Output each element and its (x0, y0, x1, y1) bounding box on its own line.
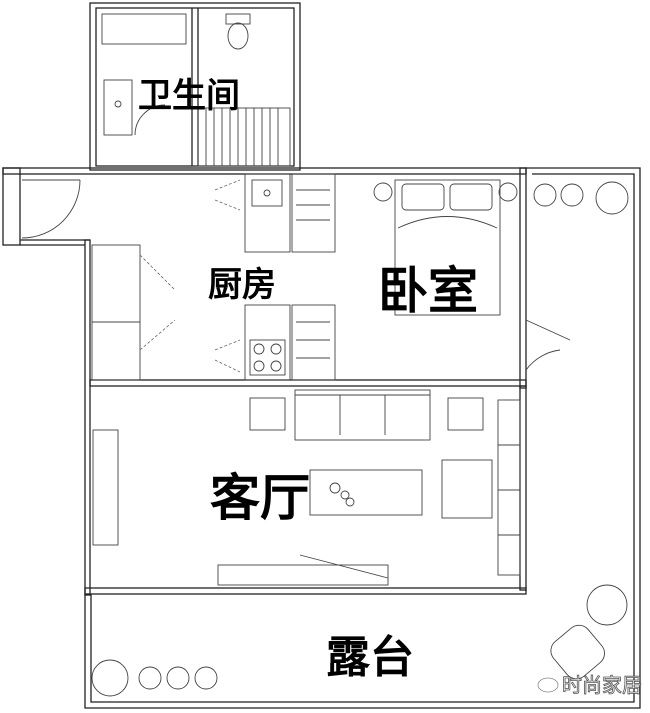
plant-icon (194, 666, 218, 690)
room-label-terrace: 露台 (326, 632, 414, 683)
watermark: 时尚家居 (537, 673, 642, 697)
plant-icon (138, 666, 162, 690)
room-label-kitchen: 厨房 (208, 265, 276, 305)
round-table (586, 584, 628, 626)
room-label-bathroom: 卫生间 (138, 76, 240, 116)
bed (373, 179, 518, 316)
bedroom-door (525, 319, 571, 371)
room-label-living-room: 客厅 (210, 469, 310, 527)
plant-icon (166, 666, 190, 690)
terrace-decor (91, 181, 629, 697)
entry-door (21, 179, 81, 239)
plant-icon (91, 659, 129, 697)
plant-icon (533, 183, 557, 207)
plant-icon (595, 181, 629, 215)
sink-counter (244, 173, 291, 253)
stove-icon (249, 339, 286, 376)
door-swing (134, 104, 166, 136)
svg-text:时尚家居: 时尚家居 (562, 673, 642, 697)
armchair (441, 459, 493, 519)
stove-counter (244, 304, 291, 381)
walls (2, 2, 641, 709)
plant-icon (560, 183, 584, 207)
room-label-bedroom: 卧室 (378, 262, 478, 320)
toilet-icon (227, 22, 249, 50)
sink-icon (251, 179, 283, 207)
wechat-icon (537, 677, 559, 693)
lounge-chair (550, 624, 605, 680)
bathroom-fixtures (101, 13, 291, 167)
living-furniture (92, 389, 521, 586)
shower-floor (197, 107, 291, 167)
sofa (294, 389, 431, 441)
coffee-table (309, 469, 423, 516)
kitchen-fixtures (91, 173, 336, 381)
